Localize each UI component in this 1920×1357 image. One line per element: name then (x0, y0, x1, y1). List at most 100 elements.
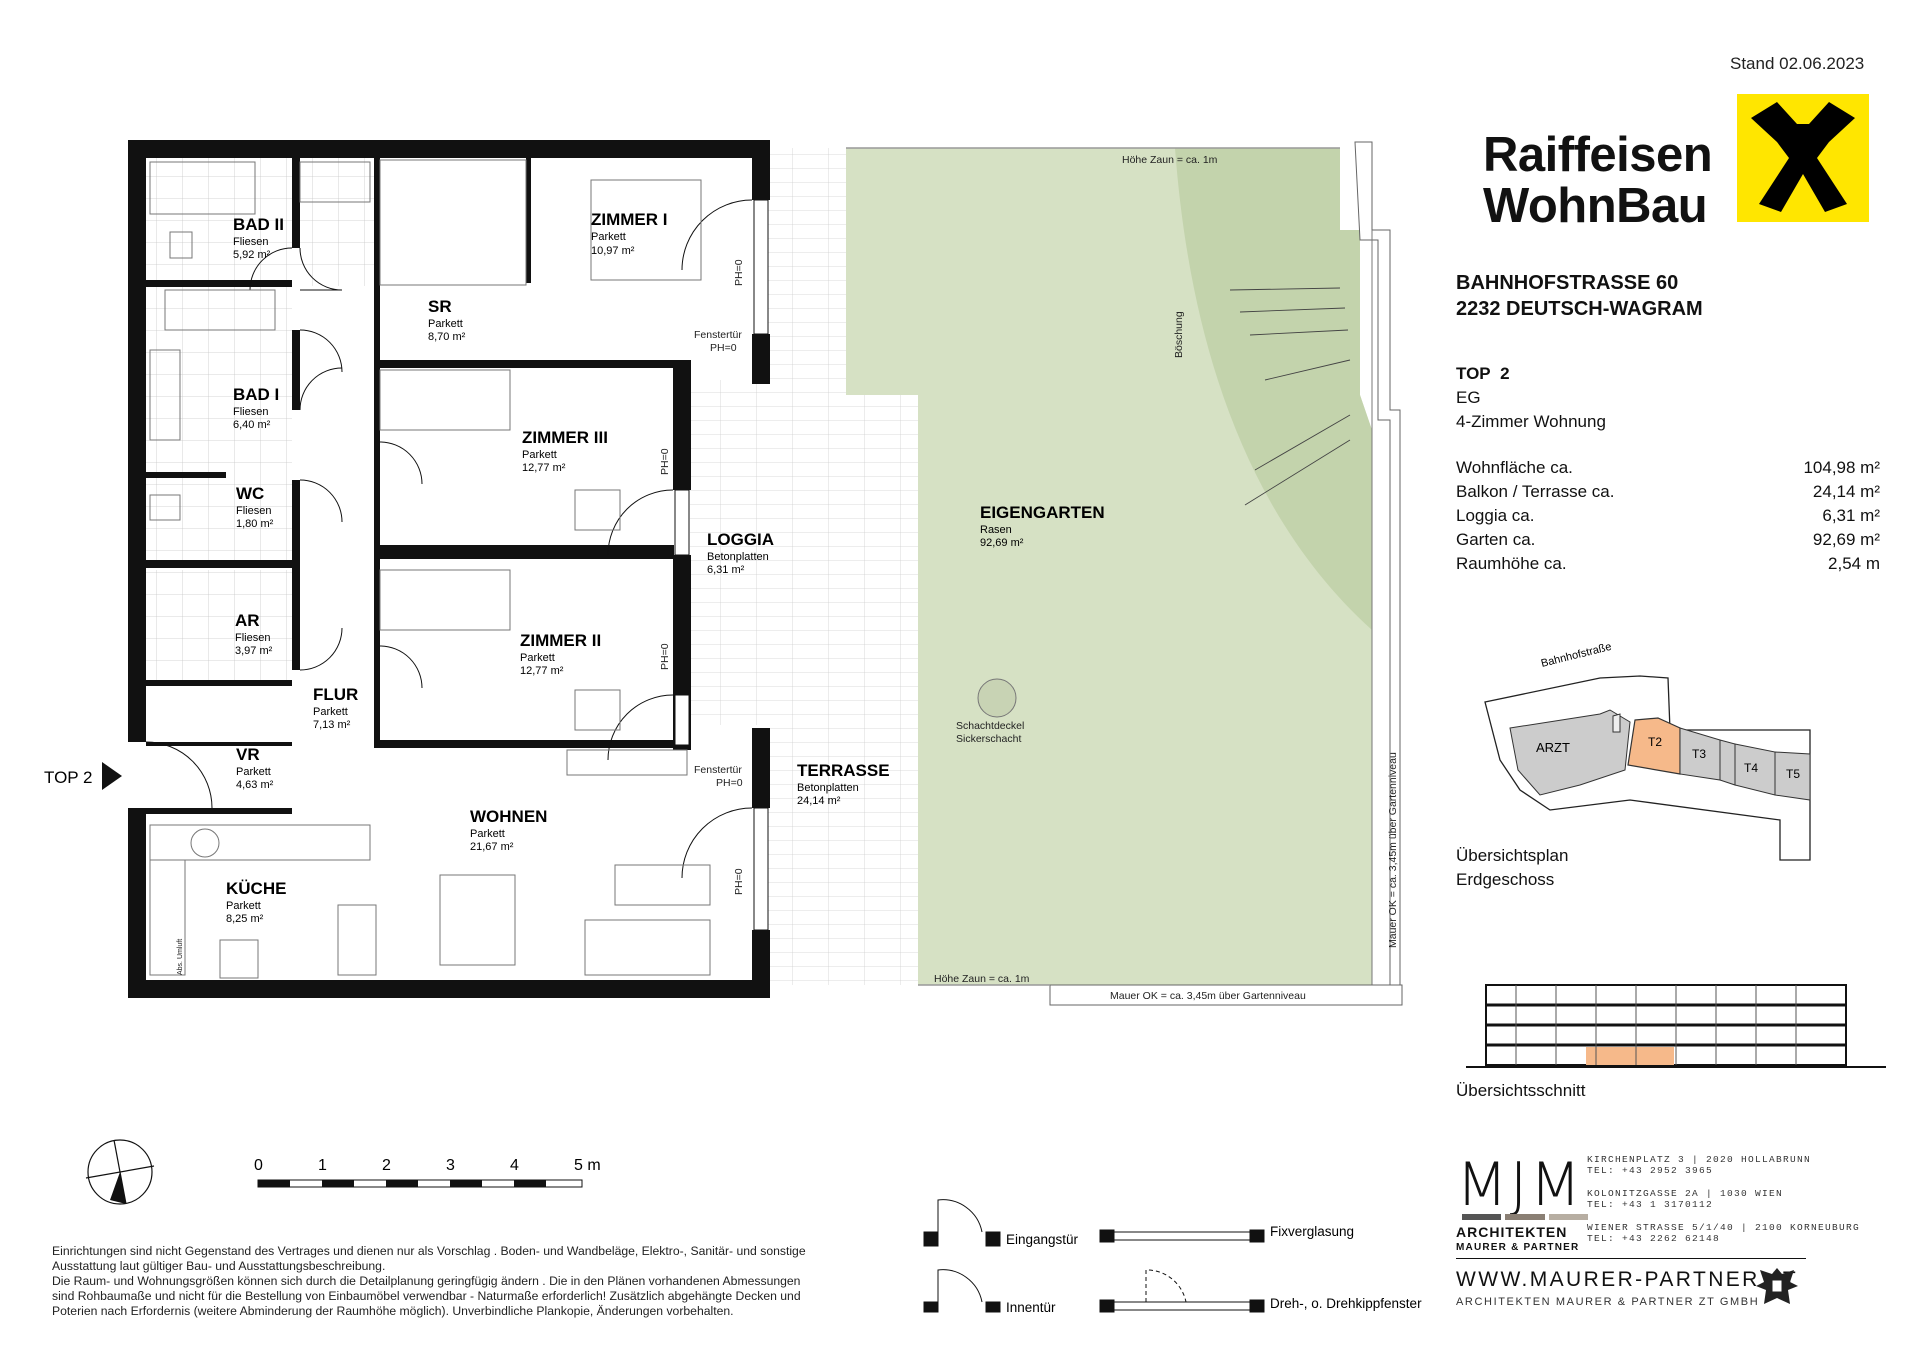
floor-plan: TOP 2 BAD II Fliesen 5,92 m² ZIMMER I Pa… (44, 140, 1403, 1006)
raiffeisen-wohnbau-logo-text: Raiffeisen WohnBau (1483, 128, 1713, 233)
plan-date: Stand 02.06.2023 (1730, 54, 1865, 73)
room-wc-floor: Fliesen (236, 505, 271, 517)
room-terrasse-floor: Betonplatten (797, 782, 859, 794)
room-zimmer3-floor: Parkett (522, 449, 557, 461)
room-eigengarten-name: EIGENGARTEN (980, 503, 1105, 522)
room-kueche-floor: Parkett (226, 900, 261, 912)
room-loggia-area: 6,31 m² (707, 564, 745, 576)
mjm-tel-1: TEL: +43 2952 3965 (1587, 1165, 1714, 1176)
key-plan: Bahnhofstraße ARZT T2 T3 T4 T5 (1484, 641, 1811, 861)
legend-drehfenster: Dreh-, o. Drehkippfenster (1270, 1296, 1422, 1311)
room-flur-area: 7,13 m² (313, 719, 351, 731)
area-value: 104,98 m² (1803, 458, 1880, 477)
area-value: 2,54 m (1828, 554, 1880, 573)
logo-line-2: WohnBau (1483, 179, 1708, 233)
mjm-addr-3: WIENER STRASSE 5/1/40 | 2100 KORNEUBURG (1587, 1222, 1861, 1233)
note-mauer-side: Mauer OK = ca. 3,45m über Gartenniveau (1387, 752, 1399, 948)
room-flur-floor: Parkett (313, 706, 348, 718)
garden-slope (1175, 148, 1372, 630)
room-eigengarten-area: 92,69 m² (980, 537, 1024, 549)
scale-tick: 2 (382, 1157, 391, 1174)
mjm-tel-3: TEL: +43 2262 62148 (1587, 1233, 1721, 1244)
keyplan-unit-t4: T4 (1744, 761, 1758, 775)
area-row: Raumhöhe ca. 2,54 m (1456, 552, 1880, 576)
loggia-paving (690, 380, 762, 725)
keyplan-street-label: Bahnhofstraße (1540, 641, 1613, 670)
note-ph0-5: PH=0 (659, 643, 671, 670)
terrace-paving (785, 148, 846, 985)
area-label: Balkon / Terrasse ca. (1456, 482, 1615, 501)
mjm-name-1: ARCHITEKTEN (1456, 1224, 1568, 1240)
disclaimer-line: sind Rohbaumaße und nicht für die Bestel… (52, 1289, 801, 1303)
keyplan-caption-1: Übersichtsplan (1456, 846, 1569, 865)
room-wohnen-name: WOHNEN (470, 807, 547, 826)
scale-tick: 5 m (574, 1157, 601, 1174)
note-ph0-4: PH=0 (659, 448, 671, 475)
area-value: 92,69 m² (1812, 530, 1880, 549)
room-zimmer2-floor: Parkett (520, 652, 555, 664)
scale-tick: 0 (254, 1157, 263, 1174)
unit-top-label: TOP (1456, 364, 1491, 383)
note-ph0-1: PH=0 (710, 342, 737, 354)
logo-line-1: Raiffeisen (1483, 128, 1713, 182)
unit-info: TOP 2 EG 4-Zimmer Wohnung (1456, 362, 1606, 434)
mjm-company: ARCHITEKTEN MAURER & PARTNER ZT GMBH (1456, 1296, 1760, 1308)
mjm-office-3: WIENER STRASSE 5/1/40 | 2100 KORNEUBURG … (1587, 1222, 1860, 1244)
room-vr-floor: Parkett (236, 766, 271, 778)
room-bad2-name: BAD II (233, 215, 284, 234)
scale-bar: 0 1 2 3 4 5 m (254, 1157, 601, 1188)
room-zimmer1-area: 10,97 m² (591, 245, 635, 257)
room-bad1-name: BAD I (233, 385, 279, 404)
room-sr-area: 8,70 m² (428, 331, 466, 343)
scale-tick: 3 (446, 1157, 455, 1174)
area-row: Balkon / Terrasse ca.24,14 m² (1456, 480, 1880, 504)
keyplan-caption: Übersichtsplan Erdgeschoss (1456, 844, 1568, 892)
mjm-addr-1: KIRCHENPLATZ 3 | 2020 HOLLABRUNN (1587, 1154, 1812, 1165)
mjm-addr-2: KOLONITZGASSE 2A | 1030 WIEN (1587, 1188, 1784, 1199)
room-vr-area: 4,63 m² (236, 779, 274, 791)
area-table: Wohnfläche ca. 104,98 m² Balkon / Terrass… (1456, 456, 1880, 576)
north-arrow-icon (85, 1139, 155, 1205)
area-value: 6,31 m² (1822, 506, 1880, 525)
note-ph0-2: PH=0 (716, 777, 743, 789)
top-entry-label: TOP 2 (44, 768, 93, 787)
north-and-scale: 0 1 2 3 4 5 m (85, 1139, 601, 1205)
unit-floor: EG (1456, 388, 1481, 407)
disclaimer-line: Die Raum- und Wohnungsgrößen können sich… (52, 1274, 801, 1288)
note-boeschung: Böschung (1173, 311, 1185, 358)
address-street: BAHNHOFSTRASSE 60 (1456, 272, 1679, 294)
mjm-website-link[interactable]: WWW.MAURER-PARTNER.AT (1456, 1268, 1799, 1291)
mjm-divider (1456, 1258, 1806, 1259)
room-eigengarten-floor: Rasen (980, 524, 1012, 536)
legend-eingangstuer: Eingangstür (1006, 1232, 1079, 1247)
scale-tick: 4 (510, 1157, 519, 1174)
room-zimmer3-area: 12,77 m² (522, 462, 566, 474)
room-loggia-floor: Betonplatten (707, 551, 769, 563)
unit-top-number: 2 (1500, 364, 1510, 383)
room-zimmer2-name: ZIMMER II (520, 631, 601, 650)
mjm-name-2: MAURER & PARTNER (1456, 1242, 1580, 1253)
note-mauer-bottom: Mauer OK = ca. 3,45m über Gartenniveau (1110, 990, 1306, 1002)
room-terrasse-name: TERRASSE (797, 761, 890, 780)
area-label: Loggia ca. (1456, 506, 1535, 525)
note-kueche: Abs. Umluft (177, 939, 184, 975)
disclaimer: Einrichtungen sind nicht Gegenstand des … (52, 1244, 882, 1319)
area-label: Wohnfläche ca. (1456, 458, 1573, 477)
room-ar-name: AR (235, 611, 260, 630)
area-label: Raumhöhe ca. (1456, 554, 1567, 573)
keyplan-unit-arzt: ARZT (1536, 740, 1570, 755)
disclaimer-line: Poterien nach Erfordernis (weitere Abmin… (52, 1304, 734, 1318)
area-row: Wohnfläche ca. 104,98 m² (1456, 456, 1880, 480)
note-ph0-6: PH=0 (733, 868, 745, 895)
legend-fixverglasung: Fixverglasung (1270, 1224, 1354, 1239)
area-row: Loggia ca. 6,31 m² (1456, 504, 1880, 528)
room-wohnen-floor: Parkett (470, 828, 505, 840)
entry-arrow-icon (102, 762, 122, 790)
room-zimmer1-floor: Parkett (591, 231, 626, 243)
austrian-eagle-icon (1754, 1264, 1800, 1312)
note-schachtdeckel: Schachtdeckel (956, 720, 1024, 732)
keyplan-caption-2: Erdgeschoss (1456, 870, 1555, 889)
note-zaun-bottom: Höhe Zaun = ca. 1m (934, 973, 1030, 985)
legend-innentuer: Innentür (1006, 1300, 1056, 1315)
mjm-logo: MJM (1456, 1150, 1584, 1220)
